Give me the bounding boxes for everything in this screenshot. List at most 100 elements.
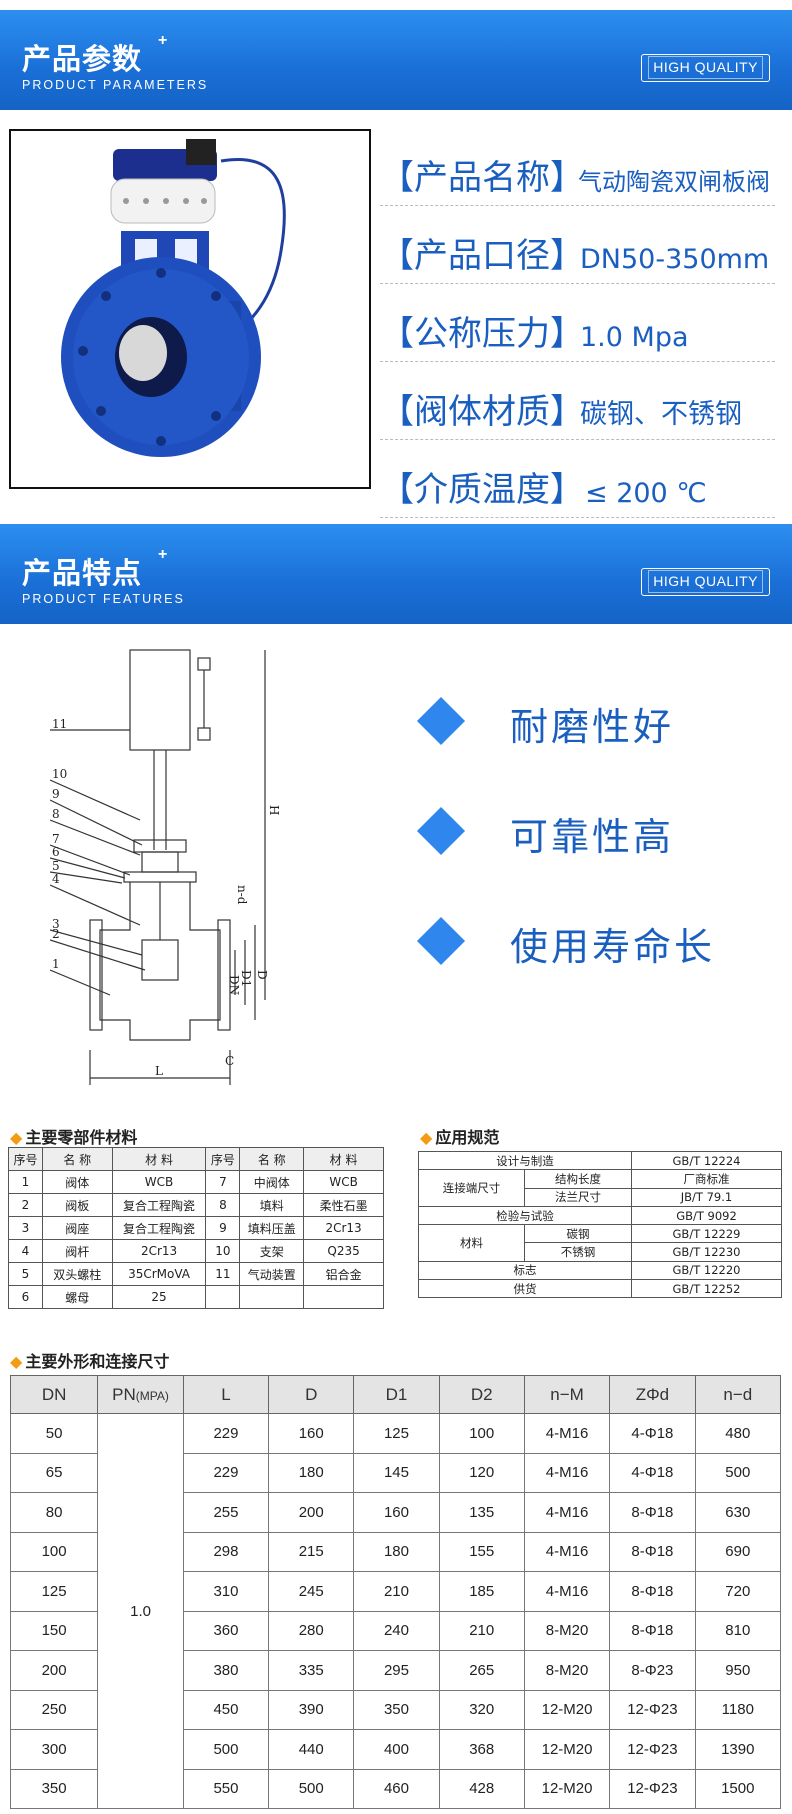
table-cell: 8-Φ18: [609, 1531, 696, 1572]
table-cell: 80: [9, 1492, 99, 1533]
table-cell: 2Cr13: [303, 1216, 384, 1240]
diamond-icon: [416, 806, 466, 856]
param-key: 【产品口径】: [380, 236, 584, 276]
table-cell: 240: [353, 1610, 440, 1651]
drawing-label: 6: [52, 845, 60, 859]
table-cell: 125: [353, 1413, 440, 1454]
table-cell: 中阀体: [239, 1170, 305, 1194]
table-cell: 5: [8, 1262, 43, 1286]
table-cell: 229: [182, 1452, 270, 1493]
table-cell: 12-Φ23: [609, 1689, 696, 1730]
drawing-label: 8: [52, 807, 60, 821]
table-cell: 50: [9, 1413, 99, 1454]
table-cell: 500: [268, 1768, 355, 1809]
table-cell: [303, 1285, 384, 1309]
table-cell: 4-M16: [523, 1413, 611, 1454]
table-cell: 气动装置: [239, 1262, 305, 1286]
table-cell: 280: [268, 1610, 355, 1651]
table-cell: 295: [353, 1650, 440, 1691]
table-cell: 480: [694, 1413, 782, 1454]
table-cell: 155: [438, 1531, 525, 1572]
table-header-cell: 名 称: [239, 1147, 305, 1171]
param-row: 【阀体材质】 碳钢、不锈钢: [380, 362, 775, 440]
table-cell: 阀板: [41, 1193, 113, 1217]
table-cell: 100: [9, 1531, 99, 1572]
table-cell: 229: [182, 1413, 270, 1454]
table-cell: 连接端尺寸: [418, 1169, 525, 1207]
table-row: 连接端尺寸结构长度厂商标准: [418, 1169, 782, 1207]
param-value: 气动陶瓷双闸板阀: [578, 168, 770, 196]
table-cell: 8-M20: [523, 1610, 611, 1651]
table-cell: 2: [8, 1193, 43, 1217]
drawing-label: L: [155, 1064, 163, 1078]
table-cell: 350: [353, 1689, 440, 1730]
table-cell: 11: [205, 1262, 241, 1286]
table-cell: 1: [8, 1170, 43, 1194]
table-cell: 360: [182, 1610, 270, 1651]
table-cell: 300: [9, 1729, 99, 1770]
valve-technical-drawing: 11 10 9 8 7 6 5 4 3 2 1 L C DN D1 D n-d …: [49, 640, 330, 1090]
table-cell: 215: [268, 1531, 355, 1572]
table-cell: 310: [182, 1571, 270, 1612]
plus-mark: +: [158, 32, 168, 49]
table-header-cell: D2: [438, 1375, 525, 1414]
valve-product-photo: [9, 129, 371, 489]
table-cell: 8-Φ18: [609, 1571, 696, 1612]
table-header-cell: n−d: [694, 1375, 782, 1414]
dims-heading: 主要外形和连接尺寸: [10, 1348, 169, 1372]
table-cell: 供货: [418, 1279, 632, 1299]
drawing-label: 1: [52, 957, 60, 971]
table-cell: 630: [694, 1492, 782, 1533]
table-cell: 150: [9, 1610, 99, 1651]
param-key: 【阀体材质】: [380, 392, 584, 432]
table-cell: JB/T 79.1: [631, 1187, 782, 1207]
table-cell: 6: [8, 1285, 43, 1309]
table-cell: 390: [268, 1689, 355, 1730]
table-cell: GB/T 9092: [631, 1205, 782, 1226]
table-cell: 阀体: [41, 1170, 113, 1194]
table-cell: 145: [353, 1452, 440, 1493]
table-cell: 1500: [694, 1768, 782, 1809]
table-cell: 4-M16: [523, 1492, 611, 1533]
table-cell: 不锈钢: [524, 1242, 632, 1262]
table-cell: 阀杆: [41, 1239, 113, 1263]
table-cell: 65: [9, 1452, 99, 1493]
drawing-label: 2: [52, 927, 60, 941]
diamond-icon: [416, 696, 466, 746]
table-cell: 210: [438, 1610, 525, 1651]
table-cell: GB/T 12220: [631, 1260, 782, 1281]
table-cell: 810: [694, 1610, 782, 1651]
table-cell: 120: [438, 1452, 525, 1493]
table-cell: 245: [268, 1571, 355, 1612]
table-cell: 厂商标准: [631, 1169, 782, 1189]
table-header-cell: 材 料: [111, 1147, 207, 1171]
high-quality-badge: HIGH QUALITY: [641, 568, 770, 596]
table-cell: 185: [438, 1571, 525, 1612]
table-cell: 复合工程陶瓷: [111, 1193, 207, 1217]
parts-heading: 主要零部件材料: [10, 1124, 137, 1148]
section-title-cn: 产品参数: [22, 42, 143, 76]
table-cell: 复合工程陶瓷: [111, 1216, 207, 1240]
table-cell: 柔性石墨: [303, 1193, 384, 1217]
table-cell: 8-Φ18: [609, 1492, 696, 1533]
param-row: 【介质温度】 ≤ 200 ℃: [380, 440, 775, 518]
table-cell: 950: [694, 1650, 782, 1691]
param-value: DN50-350mm: [580, 244, 770, 275]
table-cell: 7: [205, 1170, 241, 1194]
table-cell: 标志: [418, 1260, 632, 1281]
table-cell: 铝合金: [303, 1262, 384, 1286]
table-cell: GB/T 12224: [631, 1150, 782, 1171]
table-header-cell: D1: [353, 1375, 440, 1414]
param-key: 【产品名称】: [380, 158, 584, 198]
table-cell: 450: [182, 1689, 270, 1730]
drawing-label: 5: [52, 859, 60, 873]
table-cell: GB/T 12252: [631, 1279, 782, 1299]
